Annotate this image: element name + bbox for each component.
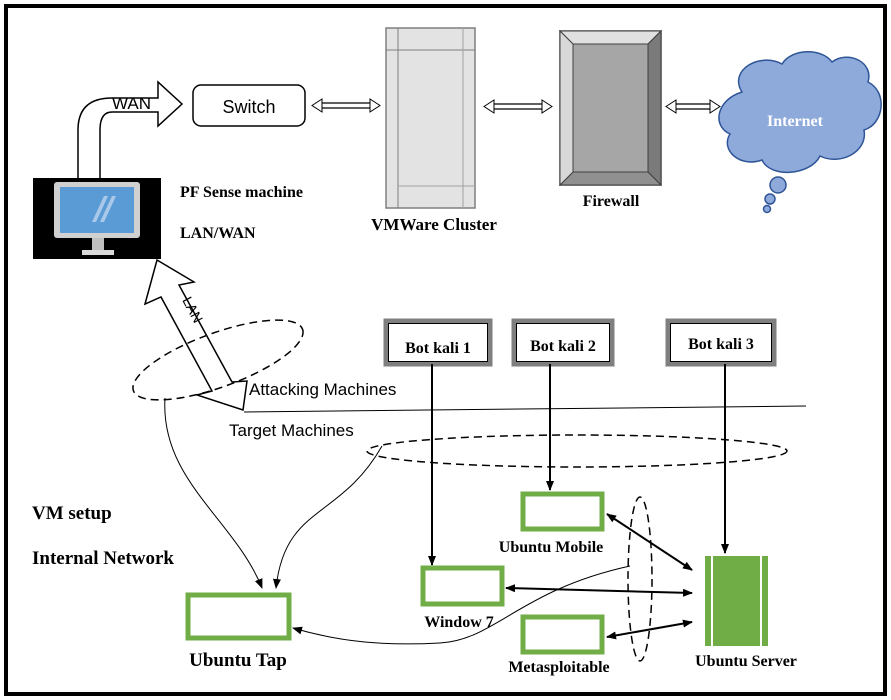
bot-kali-2: Bot kali 2 [511, 318, 615, 367]
link-switch-vmware [311, 98, 381, 113]
tap-link-target [272, 445, 383, 589]
link-firewall-internet [665, 99, 721, 114]
metasploitable-node: Metasploitable [508, 614, 610, 676]
server-group-ellipse [627, 496, 653, 662]
bot-kali-2-label: Bot kali 2 [530, 338, 596, 355]
internet-label: Internet [767, 113, 824, 130]
vmware-cluster-tower: VMWare Cluster [371, 27, 497, 234]
bot-kali-1: Bot kali 1 [383, 318, 493, 367]
tap-link-server [292, 565, 631, 645]
ubuntu-server-label: Ubuntu Server [695, 653, 797, 670]
attacking-group-ellipse [132, 319, 304, 401]
ubuntu-tap-node: Ubuntu Tap [185, 592, 292, 671]
firewall-box: Firewall [558, 29, 663, 210]
ubuntu-tap-label: Ubuntu Tap [189, 650, 287, 671]
link-metasploitable-server [606, 619, 693, 640]
window-7-label: Window 7 [424, 614, 494, 631]
bot-kali-3-label: Bot kali 3 [688, 336, 754, 353]
lanwan-label: LAN/WAN [180, 225, 256, 242]
ubuntu-server-node: Ubuntu Server [695, 556, 797, 670]
window-7-node: Window 7 [420, 565, 505, 631]
link-window7-server [505, 584, 693, 597]
lan-arrow: LAN [143, 258, 248, 411]
internal-network-heading: Internal Network [32, 548, 174, 569]
link-vmware-firewall [483, 99, 553, 114]
bot-kali-3: Bot kali 3 [665, 318, 777, 367]
separator-line [243, 405, 807, 413]
vm-setup-heading: VM setup [32, 503, 112, 524]
ubuntu-mobile-node: Ubuntu Mobile [499, 491, 605, 556]
wan-label: WAN [112, 94, 151, 113]
attacking-label: Attacking Machines [249, 380, 396, 399]
target-label: Target Machines [229, 421, 354, 440]
ubuntu-mobile-label: Ubuntu Mobile [499, 539, 603, 556]
internet-cloud: Internet [718, 51, 882, 214]
pfsense-monitor-icon [33, 178, 161, 259]
metasploitable-label: Metasploitable [508, 659, 609, 676]
switch-label: Switch [222, 97, 275, 117]
tap-link-attacking [164, 397, 263, 589]
target-group-ellipse [366, 434, 788, 468]
firewall-label: Firewall [583, 193, 640, 210]
vmware-label: VMWare Cluster [371, 215, 497, 234]
switch-node: Switch [192, 84, 306, 127]
pfsense-label: PF Sense machine [180, 184, 303, 201]
wan-arrow: WAN [77, 80, 184, 181]
diagram-frame [4, 4, 887, 696]
link-mobile-server [606, 513, 693, 571]
bot-kali-1-label: Bot kali 1 [405, 340, 471, 357]
